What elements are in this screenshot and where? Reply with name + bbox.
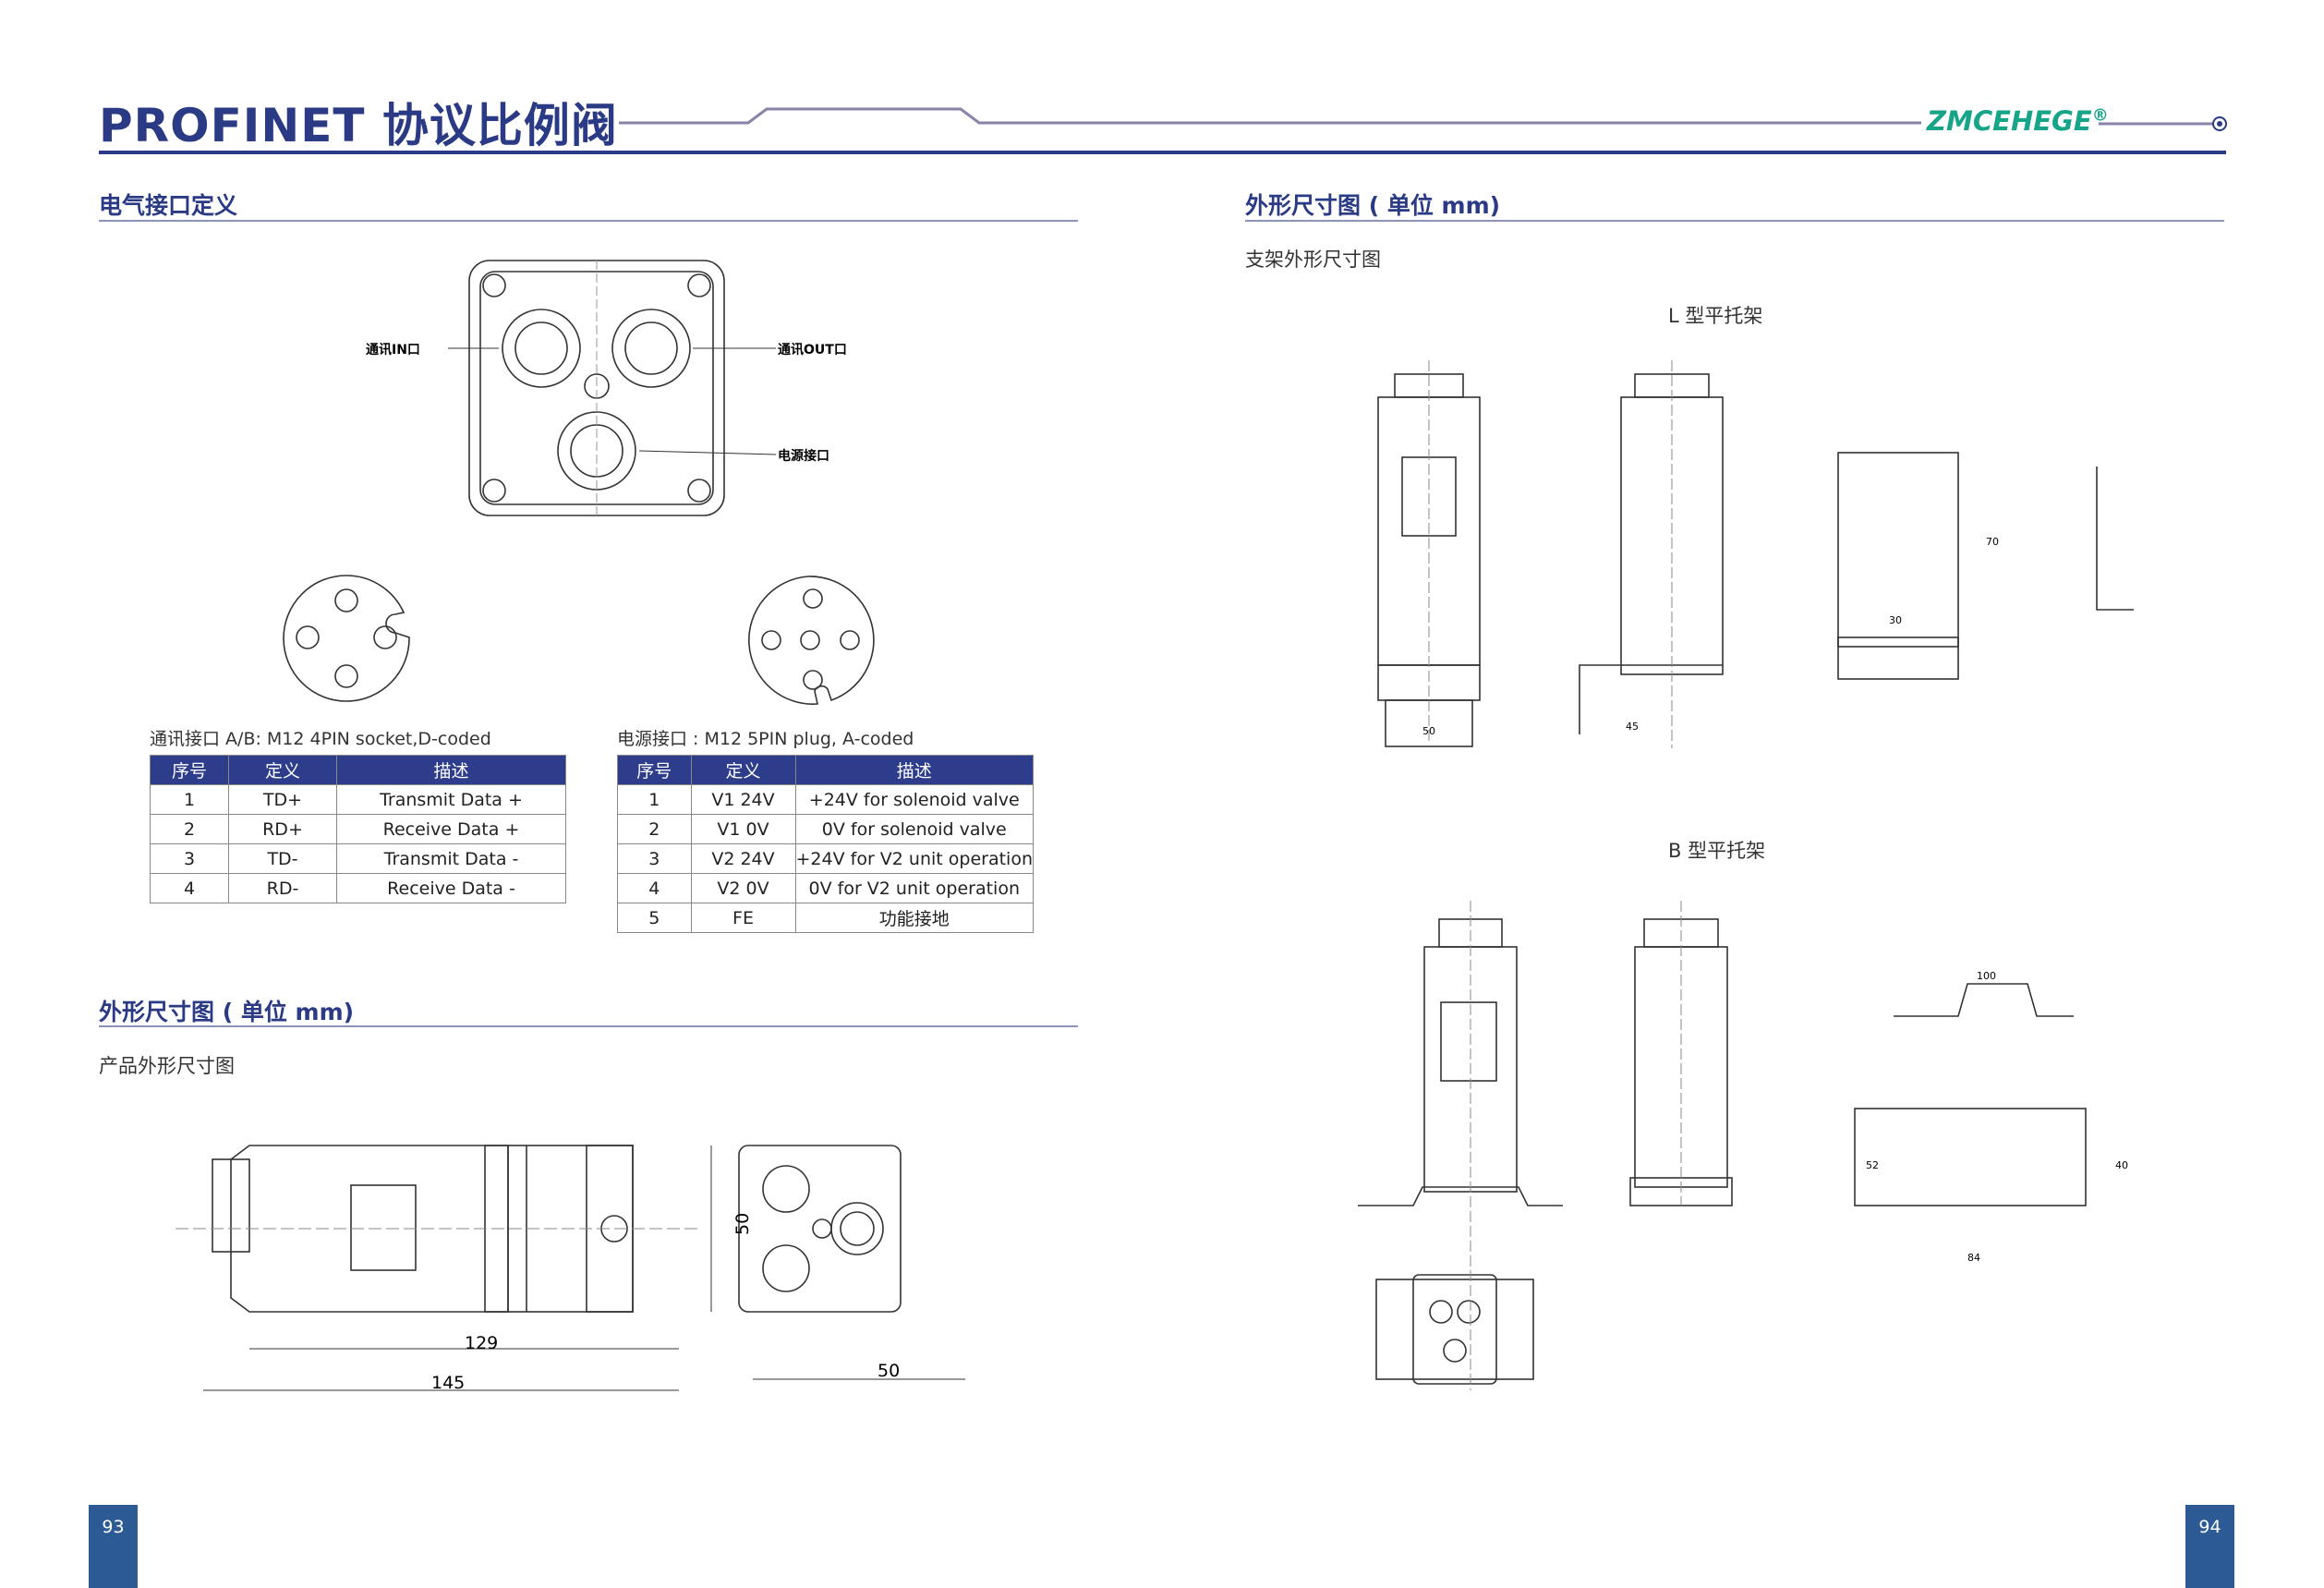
pin-diagram-4pin	[283, 575, 410, 702]
text-label: 52	[1866, 1159, 1879, 1171]
text-label: 描述	[336, 755, 566, 785]
section-rule	[99, 1025, 1078, 1027]
text-label: 84	[1967, 1252, 1980, 1264]
header-decor-line	[619, 107, 1921, 125]
section-rule	[99, 220, 1078, 222]
text-label: 序号	[150, 755, 229, 785]
l-bracket-drawing: 50 45 30 70	[1377, 360, 2134, 748]
text-label: 序号	[617, 755, 692, 785]
connector-face-drawing: 通讯IN口 通讯OUT口 电源接口	[366, 260, 847, 516]
text-label: 定义	[690, 755, 796, 785]
dim-129: 129	[465, 1333, 498, 1353]
text-label: 0V for V2 unit operation	[794, 873, 1034, 903]
text-label: 3	[150, 843, 229, 874]
text-label: +24V for solenoid valve	[794, 784, 1034, 815]
text-label: Transmit Data -	[336, 843, 566, 874]
text-label: 1	[150, 784, 229, 815]
section-rule	[1245, 220, 2224, 222]
header-rule	[99, 151, 2226, 154]
text-label: 2	[617, 814, 692, 844]
text-label: 30	[1889, 614, 1902, 626]
page-number-right: 94	[2185, 1505, 2234, 1588]
dim-width-50: 50	[878, 1361, 900, 1381]
text-label: RD-	[228, 873, 337, 903]
text-label: Transmit Data +	[336, 784, 566, 815]
text-label: +24V for V2 unit operation	[794, 843, 1034, 874]
dim-145: 145	[431, 1373, 465, 1393]
text-label: FE	[690, 903, 796, 933]
text-label: Receive Data -	[336, 873, 566, 903]
text-label: 2	[150, 814, 229, 844]
page-title: PROFINET 协议比例阀	[99, 99, 618, 152]
text-label: 4	[150, 873, 229, 903]
text-label: ZMCEHEGE	[1927, 105, 2092, 137]
table2-caption: 电源接口 : M12 5PIN plug, A-coded	[617, 729, 914, 749]
text-label: 功能接地	[794, 903, 1034, 933]
brand-logo: ZMCEHEGE®	[1927, 105, 2109, 137]
text-label: 5	[617, 903, 692, 933]
text-label: V1 0V	[690, 814, 796, 844]
text-label: V1 24V	[690, 784, 796, 815]
page-number-left: 93	[89, 1505, 138, 1588]
text-label: V2 24V	[690, 843, 796, 874]
section-title-dimensions: 外形尺寸图 ( 单位 mm)	[99, 999, 355, 1025]
label-comm-out: 通讯OUT口	[778, 343, 847, 358]
text-label: TD-	[228, 843, 337, 874]
text-label: 4	[617, 873, 692, 903]
header-end-marker	[2099, 116, 2227, 131]
table1-caption: 通讯接口 A/B: M12 4PIN socket,D-coded	[150, 729, 491, 749]
text-label: 3	[617, 843, 692, 874]
pin-diagram-5pin	[748, 576, 875, 705]
section-title-electrical: 电气接口定义	[99, 192, 238, 219]
text-label: 50	[1422, 725, 1435, 737]
product-dimension-drawing: 129 145 50 50	[176, 1145, 965, 1393]
section-title-bracket-dimensions: 外形尺寸图 ( 单位 mm)	[1245, 192, 1501, 219]
text-label: Receive Data +	[336, 814, 566, 844]
text-label: TD+	[228, 784, 337, 815]
text-label: 0V for solenoid valve	[794, 814, 1034, 844]
label-power: 电源接口	[778, 448, 829, 464]
label-comm-in: 通讯IN口	[366, 343, 420, 358]
text-label: 40	[2115, 1159, 2128, 1171]
b-bracket-title: B 型平托架	[1668, 840, 1766, 862]
text-label: 45	[1626, 721, 1639, 733]
text-label: 定义	[228, 755, 337, 785]
text-label: 70	[1986, 536, 1999, 548]
text-label: RD+	[228, 814, 337, 844]
product-dim-subtitle: 产品外形尺寸图	[99, 1055, 235, 1077]
dim-height-50: 50	[732, 1213, 753, 1235]
text-label: ®	[2091, 105, 2109, 126]
text-label: 100	[1977, 970, 1996, 982]
bracket-subtitle: 支架外形尺寸图	[1245, 249, 1381, 271]
text-label: V2 0V	[690, 873, 796, 903]
b-bracket-drawing: 100 84 52 40	[1358, 901, 2128, 1390]
text-label: 描述	[794, 755, 1034, 785]
l-bracket-title: L 型平托架	[1668, 305, 1763, 327]
text-label: 1	[617, 784, 692, 815]
